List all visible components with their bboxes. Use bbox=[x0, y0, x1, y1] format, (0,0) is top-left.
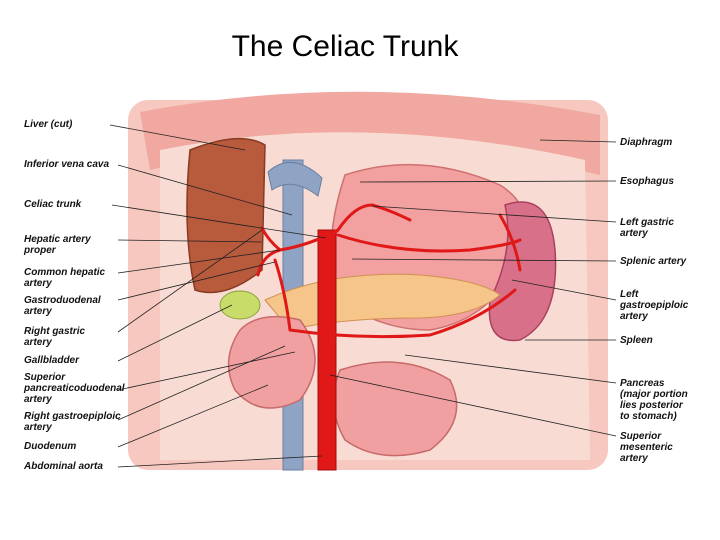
label-celiac-trunk: Celiac trunk bbox=[24, 199, 82, 210]
label-esophagus: Esophagus bbox=[620, 176, 674, 187]
label-common-hepatic-artery: Common hepatic artery bbox=[24, 267, 106, 289]
leader-lines-right bbox=[329, 139, 617, 437]
duodenum bbox=[227, 315, 316, 409]
label-gastroduodenal-artery: Gastroduodenal artery bbox=[24, 295, 101, 317]
label-left-gastroepiploic-artery: Left gastroepiploic artery bbox=[620, 289, 689, 322]
intestine bbox=[332, 361, 458, 457]
ivc-top bbox=[267, 161, 323, 197]
label-gallbladder: Gallbladder bbox=[24, 355, 80, 366]
label-diaphragm: Diaphragm bbox=[620, 137, 673, 148]
label-hepatic-artery-proper: Hepatic artery proper bbox=[24, 234, 91, 256]
label-duodenum: Duodenum bbox=[24, 441, 77, 452]
label-right-gastric-artery: Right gastric artery bbox=[24, 326, 86, 348]
label-spleen: Spleen bbox=[620, 335, 653, 346]
spleen bbox=[488, 201, 557, 342]
label-right-gastroepiploic-artery: Right gastroepiploic artery bbox=[24, 411, 121, 433]
label-superior-pancreaticoduodenal-artery: Superior pancreaticoduodenal artery bbox=[24, 372, 125, 405]
label-superior-mesenteric-artery: Superior mesenteric artery bbox=[620, 431, 673, 464]
gallbladder bbox=[219, 290, 261, 320]
label-abdominal-aorta: Abdominal aorta bbox=[24, 461, 103, 472]
label-liver-cut: Liver (cut) bbox=[24, 119, 73, 130]
label-pancreas: Pancreas (major portion lies posterior t… bbox=[620, 378, 688, 422]
page-title: The Celiac Trunk bbox=[231, 30, 459, 63]
leader-lines-left bbox=[109, 124, 327, 468]
illustration-body bbox=[128, 91, 608, 471]
label-left-gastric-artery: Left gastric artery bbox=[620, 217, 674, 239]
liver bbox=[186, 137, 266, 294]
label-inferior-vena-cava: Inferior vena cava bbox=[24, 159, 110, 170]
label-splenic-artery: Splenic artery bbox=[620, 256, 687, 267]
artery-branches bbox=[256, 203, 522, 362]
